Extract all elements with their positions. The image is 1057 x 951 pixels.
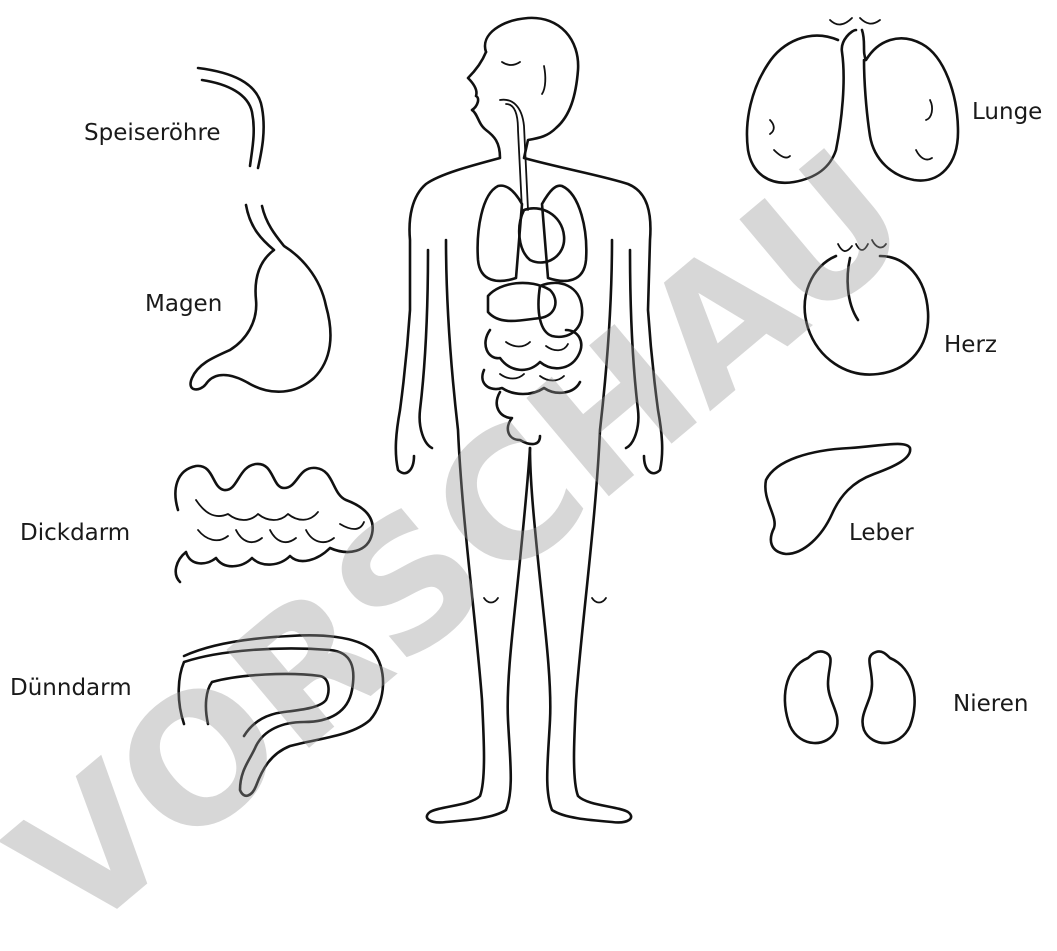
coiled-intestine-drawing [175,464,372,582]
label-lunge: Lunge [972,101,1042,124]
label-leber: Leber [849,522,914,545]
colon-drawing [179,635,383,795]
kidneys-drawing [785,651,915,743]
label-dickdarm: Dickdarm [20,522,130,545]
body-organs-drawing [478,100,587,444]
esophagus-drawing [198,68,264,168]
label-magen: Magen [145,293,222,316]
label-duenndarm: Dünndarm [10,677,132,700]
label-speiseroehre: Speiseröhre [84,122,221,145]
human-body-drawing [396,18,662,823]
lungs-drawing [747,18,958,183]
label-nieren: Nieren [953,693,1028,716]
heart-drawing [805,240,928,375]
label-herz: Herz [944,334,997,357]
